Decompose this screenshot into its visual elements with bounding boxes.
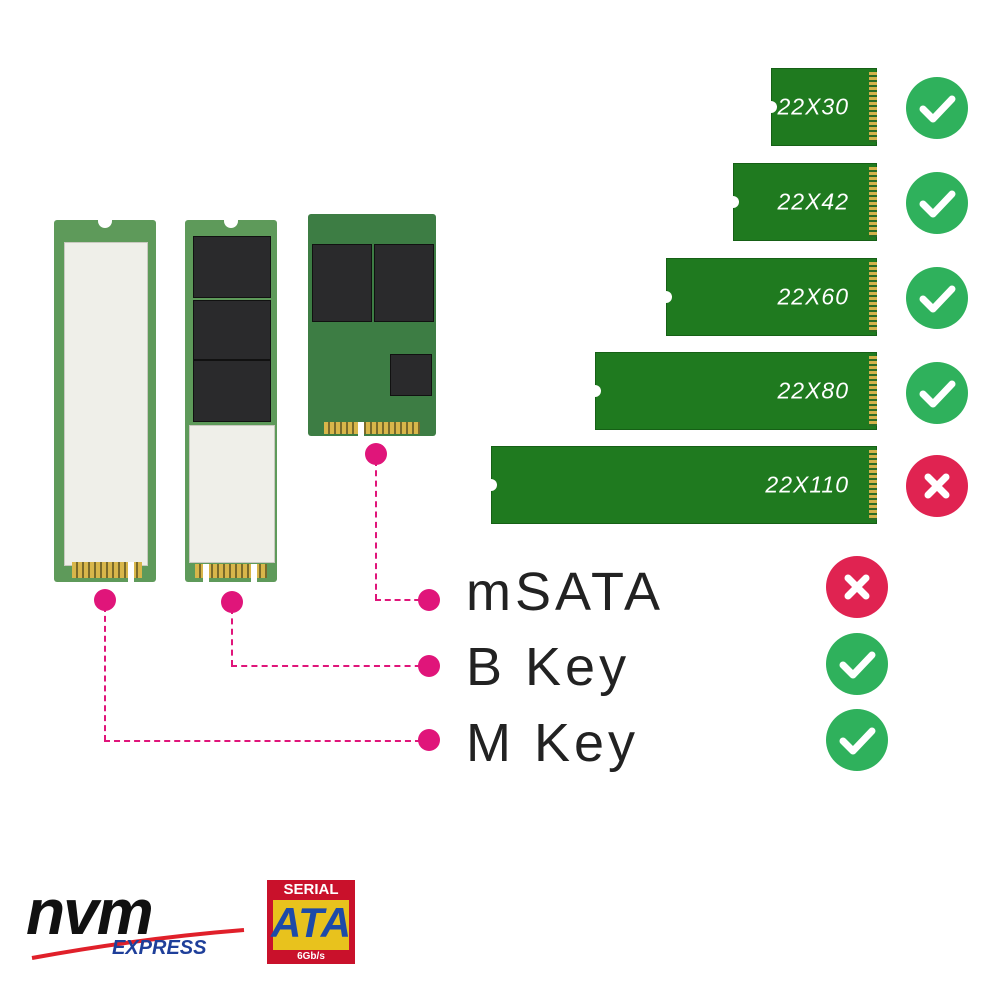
check-icon xyxy=(906,267,968,329)
check-icon xyxy=(906,77,968,139)
nvm-express-logo: nvm EXPRESS xyxy=(22,880,252,970)
sata-logo-top: SERIAL xyxy=(283,881,339,898)
b-key-ssd-image xyxy=(185,218,277,582)
serial-ata-logo: SERIAL ATA 6Gb/s xyxy=(267,880,355,964)
msata-label-dot xyxy=(418,589,440,611)
b-key-connector-line xyxy=(231,665,431,667)
msata-label: mSATA xyxy=(466,562,665,622)
size-label: 22X30 xyxy=(777,93,849,120)
size-label: 22X42 xyxy=(777,188,849,215)
size-bar-22x80: 22X80 xyxy=(589,352,877,430)
cross-icon xyxy=(906,455,968,517)
cross-icon xyxy=(826,556,888,618)
m-key-ssd-image xyxy=(54,218,156,582)
size-bar-22x30: 22X30 xyxy=(765,68,877,146)
check-icon xyxy=(906,172,968,234)
size-bar-22x42: 22X42 xyxy=(727,163,877,241)
m-key-label-dot xyxy=(418,729,440,751)
nvm-logo-text: nvm xyxy=(26,876,154,948)
msata-ssd-image xyxy=(308,214,436,436)
check-icon xyxy=(906,362,968,424)
b-key-connector-line xyxy=(231,608,233,666)
size-bar-22x110: 22X110 xyxy=(485,446,877,524)
b-key-connector-dot xyxy=(221,591,243,613)
m-key-connector-dot xyxy=(94,589,116,611)
size-bar-22x60: 22X60 xyxy=(660,258,877,336)
check-icon xyxy=(826,709,888,771)
nvm-logo-subtext: EXPRESS xyxy=(112,937,207,959)
msata-connector-line xyxy=(375,460,377,600)
check-icon xyxy=(826,633,888,695)
msata-connector-dot xyxy=(365,443,387,465)
m-key-connector-line xyxy=(104,606,106,741)
sata-logo-main: ATA xyxy=(270,899,352,946)
sata-logo-speed: 6Gb/s xyxy=(297,951,325,962)
m-key-label: M Key xyxy=(466,713,640,773)
size-label: 22X80 xyxy=(777,377,849,404)
b-key-label-dot xyxy=(418,655,440,677)
msata-connector-line xyxy=(375,599,430,601)
m-key-connector-line xyxy=(104,740,431,742)
size-label: 22X60 xyxy=(777,283,849,310)
b-key-label: B Key xyxy=(466,637,631,697)
size-label: 22X110 xyxy=(765,471,849,498)
